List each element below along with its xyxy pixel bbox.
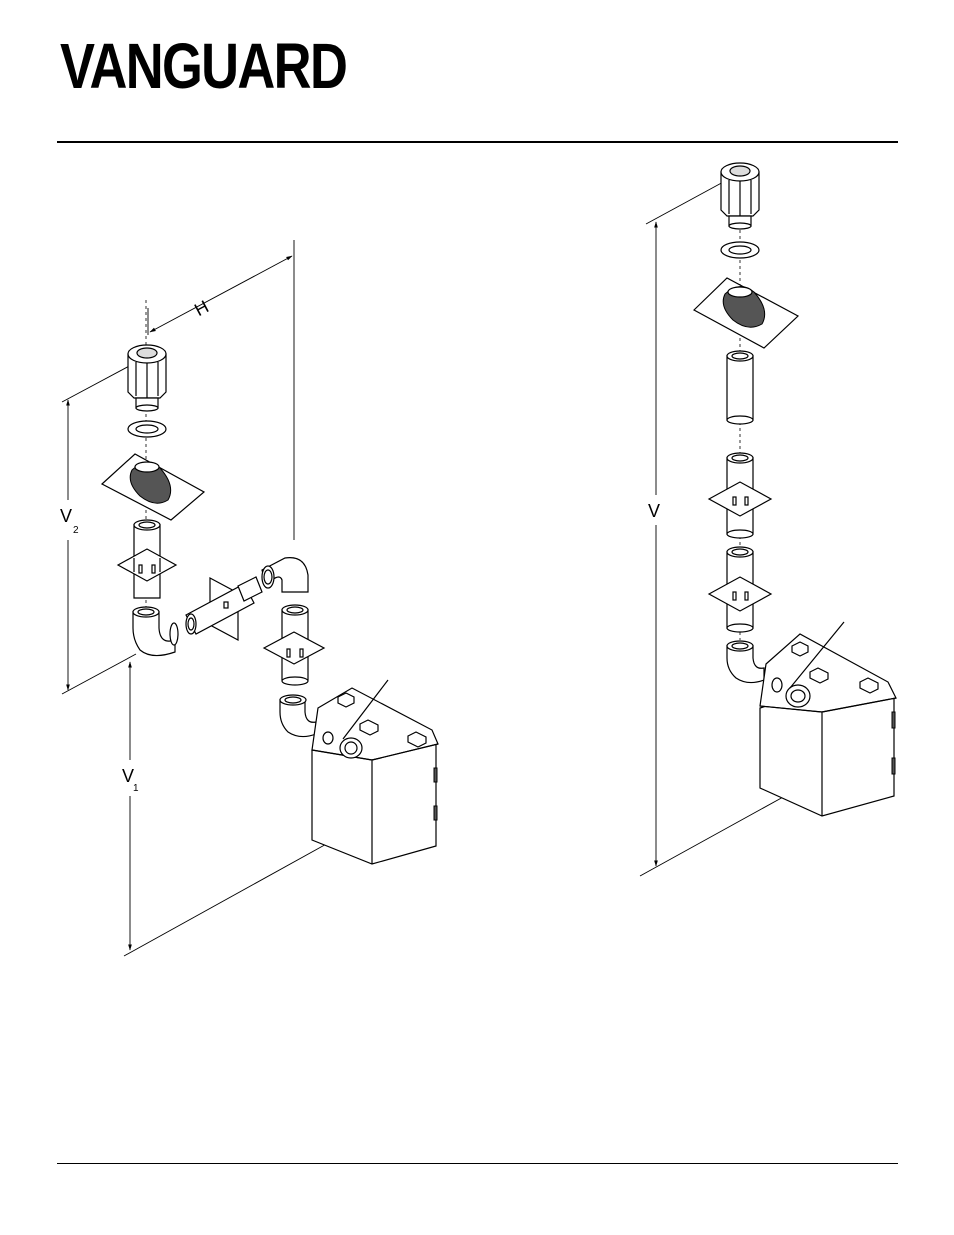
right-pipe-firestop-1 bbox=[709, 453, 771, 538]
appliance-left bbox=[312, 680, 438, 864]
v1-extension-bottom bbox=[124, 842, 330, 956]
elbow-appliance-left bbox=[280, 695, 316, 737]
right-pipe-plain bbox=[727, 351, 753, 424]
appliance-right bbox=[760, 622, 896, 816]
right-vent-cap bbox=[721, 163, 759, 229]
right-vent-figure: V bbox=[640, 163, 896, 876]
left-vent-figure: H V 2 V 1 bbox=[56, 240, 438, 956]
pipe-section-upper bbox=[118, 520, 176, 598]
h-label: H bbox=[191, 296, 212, 320]
horizontal-pipe bbox=[186, 577, 262, 640]
elbow-upper-right bbox=[262, 558, 308, 592]
v-extension-bottom bbox=[640, 796, 785, 876]
v2-label: V bbox=[60, 506, 72, 526]
roof-flashing bbox=[102, 454, 204, 520]
v2-extension-bottom bbox=[62, 654, 136, 694]
elbow-lower-left bbox=[133, 607, 178, 656]
v-label: V bbox=[648, 501, 660, 521]
footer-rule bbox=[57, 1163, 898, 1164]
vent-cap bbox=[128, 345, 166, 411]
storm-collar bbox=[128, 421, 166, 437]
right-elbow bbox=[727, 641, 764, 683]
right-roof-flashing bbox=[694, 278, 798, 348]
right-storm-collar bbox=[721, 242, 759, 258]
v2-subscript: 2 bbox=[73, 525, 79, 536]
pipe-section-right bbox=[264, 605, 324, 685]
v1-subscript: 1 bbox=[133, 783, 139, 794]
right-pipe-firestop-2 bbox=[709, 547, 771, 632]
h-dimension-line bbox=[150, 256, 292, 332]
